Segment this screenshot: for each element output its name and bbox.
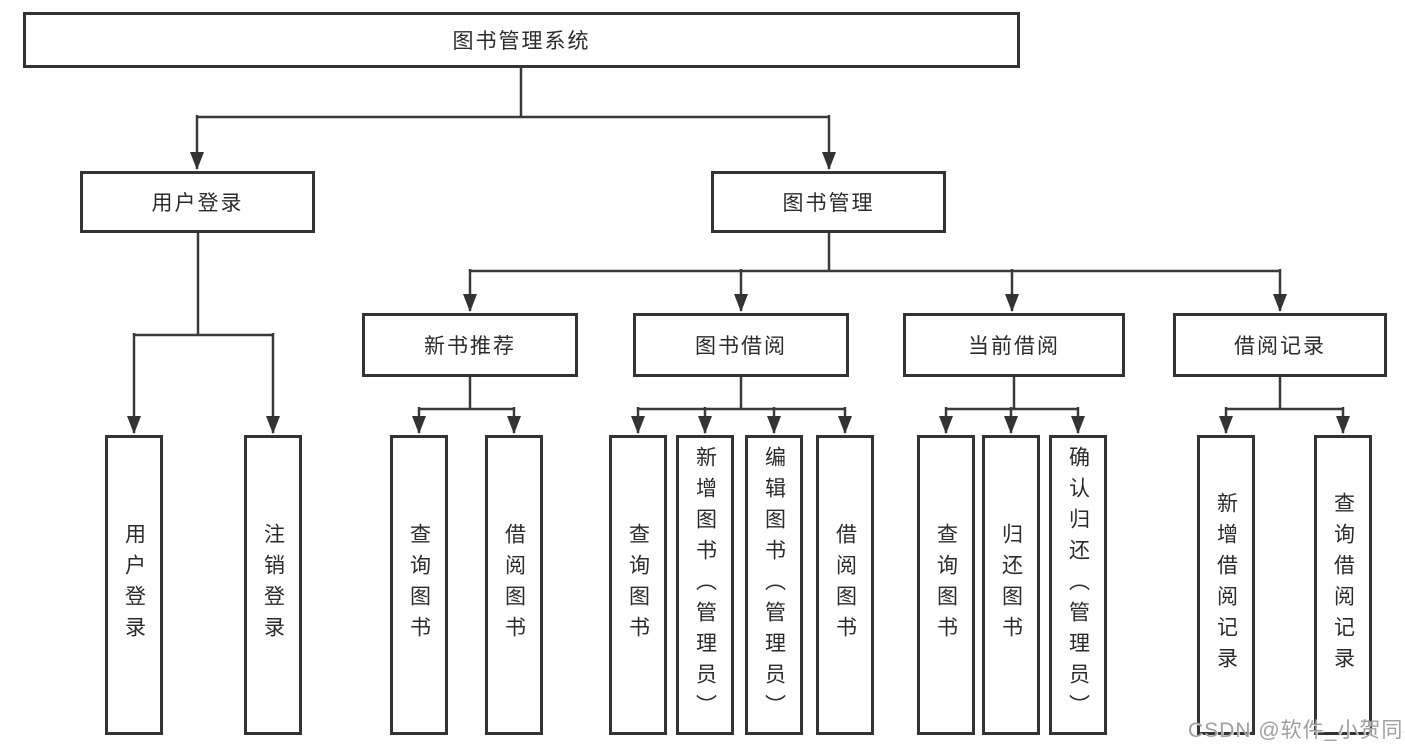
leaf-query-books-3: 查询图书 — [917, 435, 975, 735]
node-book-borrow: 图书借阅 — [633, 313, 849, 377]
rail-root — [197, 68, 829, 119]
leaf-query-borrow-record: 查询借阅记录 — [1314, 435, 1372, 735]
rail-current — [946, 377, 1078, 411]
leaf-borrow-books-1: 借阅图书 — [485, 435, 543, 735]
rail-borrow — [638, 377, 845, 411]
node-current-borrow: 当前借阅 — [903, 313, 1125, 377]
leaf-add-book-admin: 新增图书（管理员） — [676, 435, 734, 735]
leaf-add-borrow-record: 新增借阅记录 — [1197, 435, 1255, 735]
node-borrow-records: 借阅记录 — [1173, 313, 1387, 377]
csdn-watermark: CSDN @软件_小贺同学 — [1188, 719, 1405, 742]
leaf-return-book: 归还图书 — [982, 435, 1040, 735]
node-user-login: 用户登录 — [80, 171, 315, 233]
leaf-confirm-return-admin: 确认归还（管理员） — [1049, 435, 1107, 735]
leaf-edit-book-admin: 编辑图书（管理员） — [745, 435, 803, 735]
rail-book-management — [470, 233, 1280, 273]
leaf-logout: 注销登录 — [244, 435, 302, 735]
leaf-borrow-books-2: 借阅图书 — [816, 435, 874, 735]
rail-new-book — [419, 377, 514, 411]
leaf-query-books-1: 查询图书 — [390, 435, 448, 735]
leaf-user-login: 用户登录 — [105, 435, 163, 735]
node-new-book-recommend: 新书推荐 — [362, 313, 578, 377]
rail-user-login — [134, 233, 273, 337]
node-book-management: 图书管理 — [711, 171, 946, 233]
leaf-query-books-2: 查询图书 — [609, 435, 667, 735]
node-root: 图书管理系统 — [23, 12, 1020, 68]
rail-records — [1226, 377, 1343, 411]
